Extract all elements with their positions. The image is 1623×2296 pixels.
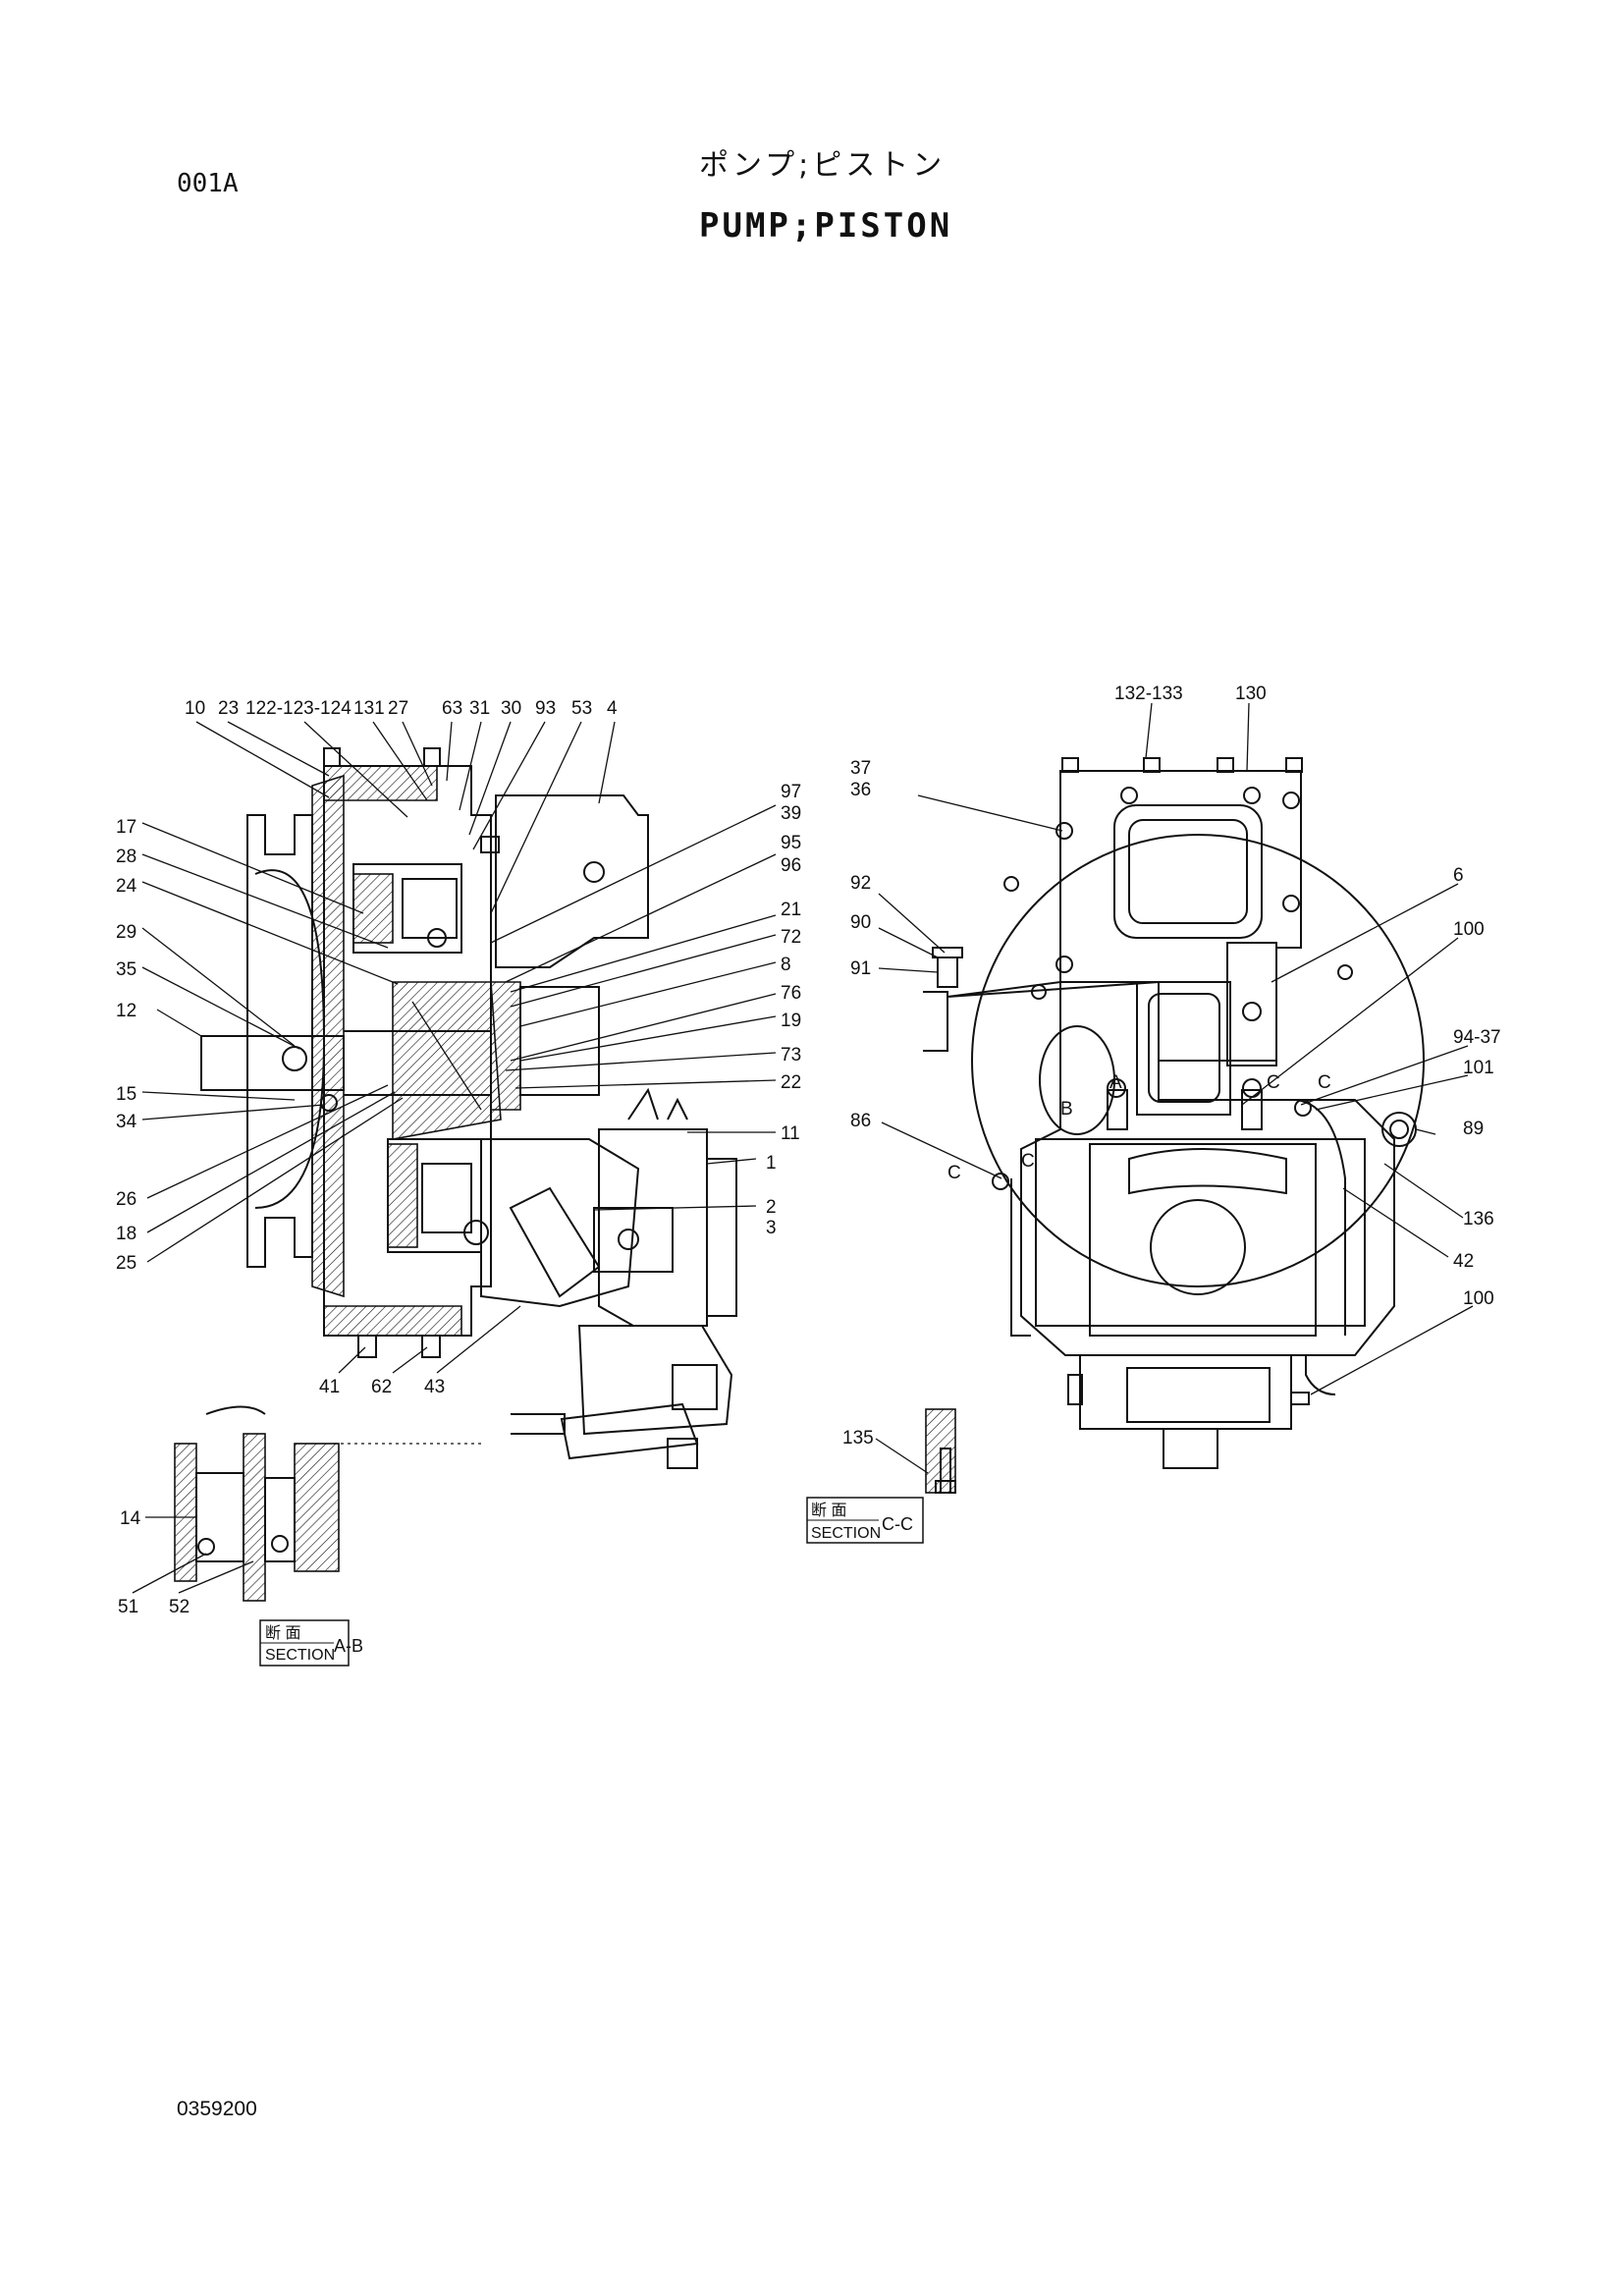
callout: 62 <box>371 1377 392 1397</box>
callout: 136 <box>1463 1209 1494 1230</box>
callout: 18 <box>116 1224 136 1244</box>
callout: 42 <box>1453 1251 1474 1272</box>
callout: 6 <box>1453 865 1464 886</box>
callout: 89 <box>1463 1119 1484 1139</box>
callout: 2 <box>766 1197 777 1218</box>
section-label-jp: 断 面 <box>265 1624 300 1642</box>
callout: 1 <box>766 1153 777 1174</box>
callout: 15 <box>116 1084 136 1105</box>
callout: 52 <box>169 1597 189 1617</box>
callout: 100 <box>1453 919 1485 940</box>
callout: 30 <box>501 698 521 719</box>
callout: 51 <box>118 1597 138 1617</box>
callout: 86 <box>850 1111 871 1131</box>
section-label-en: SECTION <box>265 1647 335 1664</box>
callout: 28 <box>116 847 136 867</box>
callout: 31 <box>469 698 490 719</box>
callout: 14 <box>120 1508 141 1529</box>
callout: 36 <box>850 780 871 800</box>
callout: 35 <box>116 959 136 980</box>
callout: 53 <box>571 698 592 719</box>
callout: 4 <box>607 698 618 719</box>
section-cc-callouts: 135 <box>842 1428 874 1449</box>
drawing-number: 0359200 <box>177 2098 257 2120</box>
callout: 12 <box>116 1001 136 1021</box>
callout: 101 <box>1463 1058 1494 1078</box>
marker-letter: B <box>1060 1099 1073 1120</box>
callout: 73 <box>781 1045 801 1066</box>
callout: 92 <box>850 873 871 894</box>
callout: 22 <box>781 1072 801 1093</box>
callout: 24 <box>116 876 137 897</box>
callout: 41 <box>319 1377 340 1397</box>
callout: 39 <box>781 803 801 824</box>
section-label-jp: 断 面 <box>811 1502 846 1519</box>
section-ab-drawing <box>174 1405 340 1602</box>
marker-letter: C <box>1318 1072 1331 1093</box>
title-english: PUMP;PISTON <box>699 206 953 246</box>
callout: 93 <box>535 698 556 719</box>
section-cc-drawing <box>925 1408 956 1494</box>
callout: 3 <box>766 1218 777 1238</box>
callout: 27 <box>388 698 408 719</box>
section-id: C-C <box>882 1514 913 1534</box>
section-ab-label: 断 面 SECTION A-B <box>259 1619 363 1667</box>
callout: 90 <box>850 912 871 933</box>
callout: 97 <box>781 782 801 802</box>
callout: 26 <box>116 1189 136 1210</box>
section-cc-label: 断 面 SECTION C-C <box>806 1497 924 1544</box>
marker-letter: C <box>947 1163 961 1183</box>
callout: 76 <box>781 983 801 1004</box>
callout: 130 <box>1235 683 1267 704</box>
callout: 8 <box>781 955 791 975</box>
callout: 94-37 <box>1453 1027 1501 1048</box>
left-pump-section <box>200 747 737 1469</box>
marker-letter: A <box>1109 1072 1122 1093</box>
callout: 72 <box>781 927 801 948</box>
marker-letter: C <box>1267 1072 1280 1093</box>
title-japanese: ポンプ;ピストン <box>699 148 947 183</box>
callout: 135 <box>842 1428 874 1449</box>
callout: 11 <box>781 1123 800 1144</box>
callout: 95 <box>781 833 801 853</box>
callout: 34 <box>116 1112 137 1132</box>
callout: 43 <box>424 1377 445 1397</box>
callout: 21 <box>781 900 801 920</box>
callout: 100 <box>1463 1288 1494 1309</box>
callout: 132-133 <box>1114 683 1183 704</box>
right-view-callouts: 132-133 130 37 36 92 90 91 6 100 94-37 1… <box>850 683 1501 1309</box>
callout: 19 <box>781 1011 801 1031</box>
callout: 91 <box>850 958 871 979</box>
callout: 122-123-124 <box>245 698 352 719</box>
marker-letter: C <box>1021 1151 1035 1172</box>
callout: 23 <box>218 698 239 719</box>
callout: 131 <box>353 698 385 719</box>
callout: 37 <box>850 758 871 779</box>
left-view-callouts: 10 23 122-123-124 131 27 63 31 30 93 53 … <box>116 698 801 1397</box>
section-label-en: SECTION <box>811 1525 881 1542</box>
callout: 29 <box>116 922 136 943</box>
callout: 25 <box>116 1253 136 1274</box>
sheet-code: 001A <box>177 169 239 198</box>
leader-lines <box>132 702 1474 1594</box>
section-id: A-B <box>334 1636 363 1656</box>
section-ab-callouts: 14 51 52 <box>118 1508 189 1617</box>
right-pump-end-view <box>923 757 1425 1469</box>
callout: 96 <box>781 855 801 876</box>
callout: 63 <box>442 698 462 719</box>
callout: 10 <box>185 698 205 719</box>
callout: 17 <box>116 817 136 838</box>
